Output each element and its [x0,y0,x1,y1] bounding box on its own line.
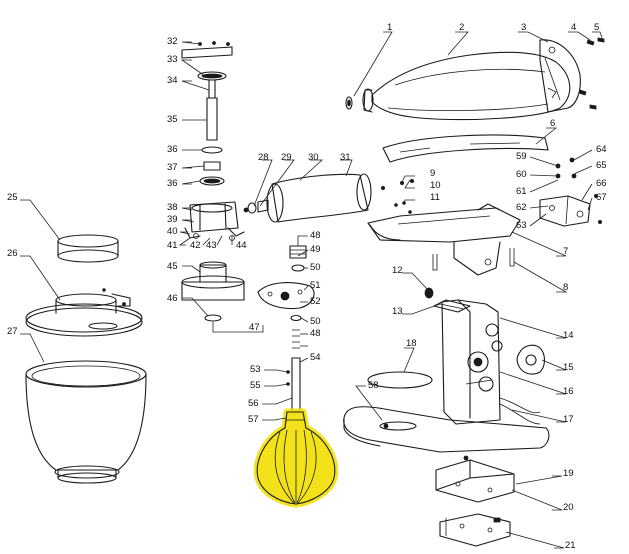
label-66: 66 [596,178,607,189]
label-33: 33 [167,54,178,65]
gear-case-parts-38-44 [184,201,245,241]
label-50-top: 50 [310,262,321,273]
label-57: 57 [248,414,259,425]
label-30: 30 [308,152,319,163]
label-10: 10 [430,180,441,191]
label-39: 39 [167,214,178,225]
pedestal-column-part-14 [441,299,503,425]
label-61: 61 [516,186,527,197]
bowl-plate-part-26 [25,288,143,337]
label-67: 67 [596,192,607,203]
label-26: 26 [7,248,18,259]
motor-housing-part-2 [362,51,571,121]
label-21: 21 [565,540,576,551]
label-2: 2 [459,22,464,33]
label-9: 9 [430,168,435,179]
label-56: 56 [248,398,259,409]
label-55: 55 [250,380,261,391]
label-5: 5 [594,22,599,33]
label-14: 14 [563,330,574,341]
label-54: 54 [310,352,321,363]
label-4: 4 [571,22,576,33]
gear-housing-part-7 [367,178,521,276]
label-38: 38 [167,202,178,213]
bowl-clamp-part-25 [57,234,119,263]
label-16: 16 [563,386,574,397]
label-50-bottom: 50 [310,316,321,327]
label-8: 8 [563,282,568,293]
lever-knob-part-15 [516,344,546,375]
label-43: 43 [206,240,217,251]
label-11: 11 [430,192,440,203]
mixing-bowl-part-27 [25,360,147,484]
beater-shaft-parts-48-54 [257,245,315,411]
badge-part-1 [345,96,353,110]
label-36-top: 36 [167,144,178,155]
speed-control-part-19 [435,455,515,503]
leader-lines [20,31,603,549]
label-20: 20 [563,502,574,513]
circuit-board-part-20-21 [439,513,511,547]
label-58: 58 [368,380,379,391]
label-59: 59 [516,151,527,162]
motor-parts-28-31 [243,173,372,223]
hinge-pin-part-12 [424,287,434,299]
label-27: 27 [7,326,18,337]
label-53: 53 [250,364,261,375]
label-25: 25 [7,192,18,203]
cord-part-16-17 [499,397,541,425]
label-17: 17 [563,414,574,425]
pins-part-8 [432,248,515,271]
label-44: 44 [236,240,247,251]
label-62: 62 [516,202,527,213]
label-63: 63 [516,220,527,231]
label-19: 19 [563,468,574,479]
label-40: 40 [167,226,178,237]
label-15: 15 [563,362,574,373]
label-48-bottom: 48 [310,328,321,339]
label-29: 29 [281,152,292,163]
label-35: 35 [167,114,178,125]
label-18: 18 [406,338,417,349]
label-1: 1 [387,22,392,33]
label-60: 60 [516,169,527,180]
label-46: 46 [167,293,178,304]
label-64: 64 [596,144,607,155]
label-7: 7 [563,246,568,257]
label-48-top: 48 [310,230,321,241]
label-49: 49 [310,244,321,255]
label-45: 45 [167,261,178,272]
label-3: 3 [521,22,526,33]
label-6: 6 [550,118,555,129]
rear-cover-part-3 [539,39,581,113]
label-41: 41 [167,240,178,251]
trim-band-part-6 [382,134,549,163]
base-part-58 [343,406,550,453]
rod-part-13 [433,299,471,313]
planetary-parts-45-47 [181,261,264,333]
label-37: 37 [167,162,178,173]
part-number-labels: 1 2 3 4 5 6 7 8 9 10 11 12 13 14 15 16 1… [7,22,607,551]
label-52: 52 [310,296,321,307]
label-28: 28 [258,152,269,163]
label-47: 47 [249,322,260,333]
wire-whip-part-57-highlighted [253,408,339,508]
foot-pad-part-18 [367,371,433,389]
shaft-stack-parts-32-37 [181,41,233,186]
label-65: 65 [596,160,607,171]
label-34: 34 [167,75,178,86]
screws-part-4-5 [578,37,605,110]
label-13: 13 [392,306,403,317]
label-32: 32 [167,36,178,47]
label-42: 42 [190,240,201,251]
label-36-bottom: 36 [167,178,178,189]
hinge-bracket-parts-59-67 [539,157,603,227]
label-12: 12 [392,265,403,276]
label-31: 31 [340,152,351,163]
label-51: 51 [310,280,321,291]
